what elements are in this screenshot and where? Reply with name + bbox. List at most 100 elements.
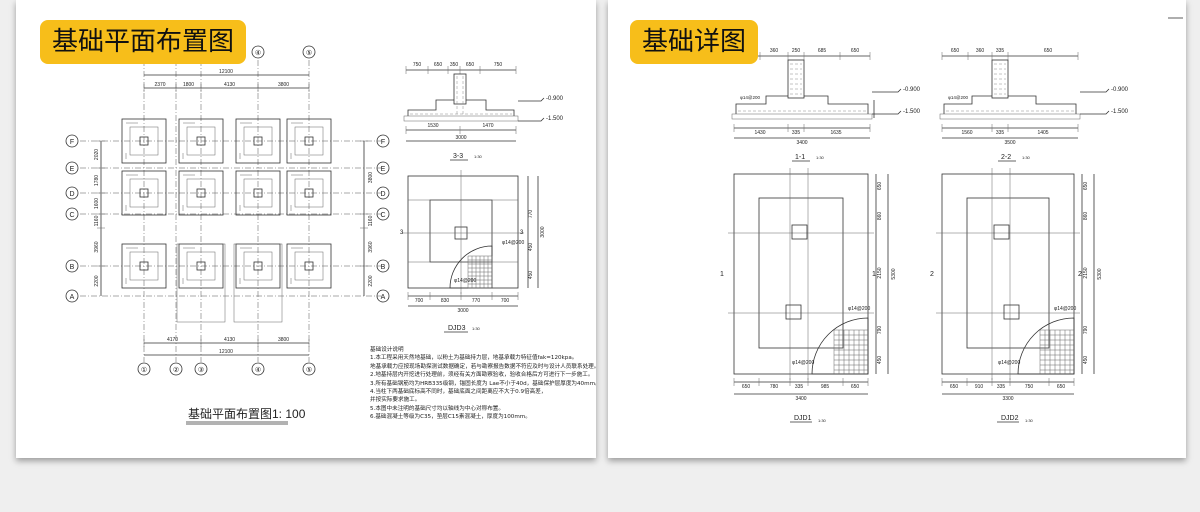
djd3-rebar-grid — [467, 255, 493, 289]
djd1-rebar-2: φ14@200 — [792, 360, 814, 366]
djd3-bdim-0: 700 — [415, 298, 424, 304]
footing-extended — [176, 243, 226, 323]
footing-step — [186, 126, 216, 156]
djd3-sdim-0: 770 — [528, 210, 534, 219]
footing-step — [294, 251, 324, 281]
dim-left: 3960 — [94, 241, 100, 252]
footing-step — [129, 251, 159, 281]
s11-bdim-0: 1430 — [754, 130, 765, 136]
djd2-bdim-2: 335 — [997, 384, 1006, 390]
djd2-bdim-3: 750 — [1025, 384, 1034, 390]
title-badge-left: 基础平面布置图 — [40, 20, 247, 64]
djd2-sdim-4: 450 — [1083, 356, 1089, 365]
s22-scale: 1:30 — [1022, 155, 1031, 160]
djd1-title: DJD1 — [794, 415, 812, 422]
djd1-scale: 1:30 — [818, 418, 827, 423]
djd2-step — [966, 197, 1050, 349]
dim-bottom-total: 12100 — [219, 349, 233, 355]
djd2-rebar-2: φ14@200 — [998, 360, 1020, 366]
dim-left: 1600 — [94, 198, 100, 209]
section-3-3: 750 650 350 650 750 -0.900 -1.500 1530 1… — [403, 62, 564, 161]
axis-bubble — [194, 362, 208, 376]
djd1-sdim-0: 650 — [877, 182, 883, 191]
footing-column — [253, 261, 263, 271]
axis-bubble — [302, 362, 316, 376]
drawing-sheet-right: 基础详图 650 360 250 685 650 φ14@200 -0.900 — [608, 0, 1186, 458]
axis-label-left: F — [70, 139, 74, 146]
plan-title: 基础平面布置图1: 100 — [188, 407, 306, 421]
djd3-bdim-3: 700 — [501, 298, 510, 304]
axis-bubble — [65, 161, 79, 175]
axis-bubble — [65, 259, 79, 273]
s22-total: 3500 — [1004, 140, 1015, 146]
s22-rebar: φ14@200 — [948, 95, 968, 100]
axis-label-right: B — [381, 264, 386, 271]
axis-bubble — [376, 289, 390, 303]
footing-outline — [286, 170, 332, 216]
s11-column — [787, 59, 805, 99]
axis-bubble — [65, 134, 79, 148]
s22-elev-1: -0.900 — [1111, 87, 1129, 93]
axis-label-right: A — [381, 294, 386, 301]
axis-label-left: D — [69, 191, 74, 198]
djd3-cut-mark-left: 3 — [400, 230, 404, 236]
dim-right: 3800 — [368, 172, 374, 183]
axis-bubble — [302, 45, 316, 59]
djd3-side-total: 3000 — [540, 226, 546, 237]
footing-step — [186, 178, 216, 208]
djd1-sdim-1: 860 — [877, 212, 883, 221]
dim-right: 2200 — [368, 275, 374, 286]
s33-dim-2: 350 — [450, 62, 459, 68]
s11-elev-2: -1.500 — [903, 109, 921, 115]
detail-djd1: φ14@200 φ14@200 1 1 650 780 335 985 650 … — [720, 168, 897, 423]
foundation-detail-drawing: 650 360 250 685 650 φ14@200 -0.900 -1.50… — [720, 17, 1183, 423]
axis-label-bottom: ⑤ — [306, 366, 312, 374]
djd3-title: DJD3 — [448, 325, 466, 332]
djd1-bdim-2: 335 — [795, 384, 804, 390]
djd1-bdim-1: 780 — [770, 384, 779, 390]
axis-bubble — [169, 362, 183, 376]
dim-left: 2020 — [94, 149, 100, 160]
axis-label-right: C — [380, 212, 385, 219]
djd3-outline — [407, 175, 519, 289]
axis-bubble — [376, 186, 390, 200]
djd1-side-total: 5300 — [891, 268, 897, 279]
axis-label-bottom: ② — [173, 366, 179, 374]
s33-bdim-1: 1470 — [482, 123, 493, 129]
djd1-sdim-2: 2150 — [877, 267, 883, 278]
s11-cushion — [731, 113, 873, 120]
s22-dim-1: 360 — [976, 48, 985, 54]
djd3-bdim-1: 830 — [441, 298, 450, 304]
djd1-rebar-zone — [811, 317, 869, 375]
s22-dim-0: 650 — [951, 48, 960, 54]
dim-left: 1780 — [94, 175, 100, 186]
footing-step — [243, 126, 273, 156]
axis-bubble — [376, 207, 390, 221]
s33-dim-4: 750 — [494, 62, 503, 68]
djd1-bdim-3: 985 — [821, 384, 830, 390]
axis-bubble — [65, 289, 79, 303]
s22-bdim-2: 1405 — [1037, 130, 1048, 136]
footing-column — [304, 261, 314, 271]
axis-label-left: A — [70, 294, 75, 301]
s33-dim-0: 750 — [413, 62, 422, 68]
s11-total: 3400 — [796, 140, 807, 146]
section-2-2: 650 360 335 650 φ14@200 -0.900 -1.500 15… — [939, 48, 1129, 162]
dim-top: 2370 — [154, 82, 165, 88]
s11-bdim-2: 1635 — [830, 130, 841, 136]
djd1-rebar-1: φ14@200 — [848, 306, 870, 312]
foundation-plan: ①①②②③③④④⑤⑤FFEEDDCCBBAA121002370180041303… — [65, 45, 390, 376]
footing-column — [253, 136, 263, 146]
footing-step — [294, 126, 324, 156]
djd2-sdim-1: 860 — [1083, 212, 1089, 221]
footing-column — [196, 188, 206, 198]
notes-line-1: 1.本工程采用天然地基础，以粉土为基础持力层，地基承载力特征值fak=120kp… — [370, 355, 578, 362]
djd3-rebar-2: φ14@200 — [454, 278, 476, 284]
s22-bdim-1: 335 — [996, 130, 1005, 136]
djd3-rebar-1: φ14@200 — [502, 240, 524, 246]
djd3-scale: 1:30 — [472, 326, 481, 331]
djd3-total: 3000 — [457, 308, 468, 314]
djd1-step — [758, 197, 844, 349]
detail-djd2: φ14@200 φ14@200 2 2 650 910 335 750 650 … — [930, 168, 1103, 423]
s11-bdim-1: 335 — [792, 130, 801, 136]
